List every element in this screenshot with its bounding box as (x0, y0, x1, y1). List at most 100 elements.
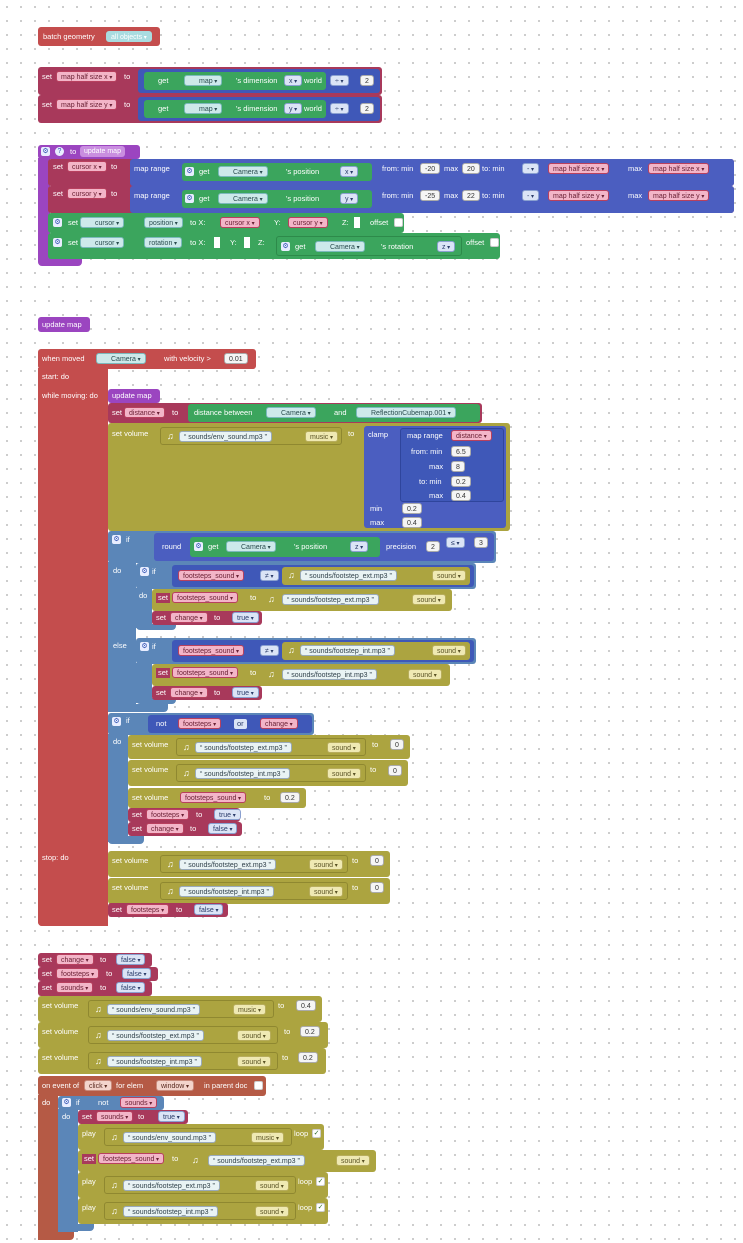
sound-file-field[interactable]: “ sounds/footstep_ext.mp3 ” (107, 1030, 204, 1041)
sounds-var[interactable]: sounds (96, 1111, 134, 1122)
call-update-map-block[interactable]: update map (38, 317, 90, 332)
call-update-map-block[interactable]: update map (108, 389, 160, 403)
offset-checkbox[interactable] (490, 238, 499, 247)
category-dropdown[interactable]: sound (408, 669, 442, 680)
set-volume-ext-block[interactable]: set volume ♫ “ sounds/footstep_ext.mp3 ”… (128, 735, 410, 759)
loop-checkbox[interactable]: ✓ (316, 1177, 325, 1186)
compare-op-dropdown[interactable]: ≠ (260, 570, 279, 581)
gear-icon[interactable]: ⚙ (185, 194, 194, 203)
gear-icon[interactable]: ⚙ (185, 167, 194, 176)
sound-block[interactable]: ♫ “ sounds/footstep_ext.mp3 ” sound (282, 567, 470, 585)
set-change-true-block[interactable]: set change to true (152, 686, 262, 700)
if-else-block[interactable]: ⚙ if round ⚙ get Camera 's position z pr… (108, 531, 496, 563)
sound-block[interactable]: ♫ “ sounds/footstep_int.mp3 ” sound (282, 642, 470, 660)
loop-checkbox[interactable]: ✓ (316, 1203, 325, 1212)
volume-field[interactable]: 0.4 (296, 1000, 316, 1011)
from-max-field[interactable]: 8 (451, 461, 465, 472)
to-min-var[interactable]: map half size x (548, 163, 610, 174)
map-range-block[interactable]: map range distance from: min 6.5 max 8 t… (400, 428, 504, 502)
set-volume-footsteps-block[interactable]: set volume footsteps_sound to 0.2 (128, 788, 306, 808)
loop-checkbox[interactable]: ✓ (312, 1129, 321, 1138)
set-cursor-rotation-block[interactable]: ⚙ set cursor rotation to X: Y: Z: ⚙ get … (48, 233, 500, 259)
from-max-field[interactable]: 20 (462, 163, 480, 174)
footsteps-sound-var[interactable]: footsteps_sound (172, 667, 239, 678)
gear-icon[interactable]: ⚙ (194, 542, 203, 551)
set-sounds-true-block[interactable]: set sounds to true (78, 1110, 188, 1124)
volume-field[interactable]: 0 (388, 765, 402, 776)
play-int-block[interactable]: play ♫ “ sounds/footstep_int.mp3 ” sound… (78, 1198, 328, 1224)
axis-dropdown[interactable]: x (340, 166, 359, 177)
sound-block[interactable]: ♫ “ sounds/env_sound.mp3 ” music (104, 1128, 292, 1146)
sound-file-field[interactable]: “ sounds/footstep_int.mp3 ” (195, 768, 290, 779)
compare-block[interactable]: round ⚙ get Camera 's position z precisi… (154, 533, 494, 561)
true-dropdown[interactable]: true (158, 1111, 185, 1122)
set-cursor-y-block[interactable]: set cursor y to map range ⚙ get Camera '… (48, 186, 734, 213)
sound-file-field[interactable]: “ sounds/footstep_int.mp3 ” (107, 1056, 202, 1067)
parent-doc-checkbox[interactable] (254, 1081, 263, 1090)
set-volume-env-block[interactable]: set volume ♫ “ sounds/env_sound.mp3 ” mu… (108, 423, 510, 531)
map-range-block[interactable]: map range ⚙ get Camera 's position x fro… (130, 159, 734, 186)
get-rotation-block[interactable]: ⚙ get Camera 's rotation z (276, 236, 462, 256)
sound-block[interactable]: ♫ “ sounds/footstep_int.mp3 ” sound (160, 882, 348, 900)
set-footsteps-false-block[interactable]: set footsteps to false (38, 967, 158, 981)
category-dropdown[interactable]: sound (255, 1180, 289, 1191)
false-dropdown[interactable]: false (116, 982, 146, 993)
change-var[interactable]: change (146, 823, 184, 834)
sounds-var[interactable]: sounds (120, 1097, 158, 1108)
play-env-block[interactable]: play ♫ “ sounds/env_sound.mp3 ” music lo… (78, 1124, 324, 1150)
compare-block[interactable]: footsteps_sound ≠ ♫ “ sounds/footstep_ex… (172, 565, 474, 587)
y-var[interactable]: cursor y (288, 217, 328, 228)
axis-dropdown[interactable]: y (284, 103, 303, 114)
if-not-footsteps-block[interactable]: ⚙ if not footsteps or change (108, 713, 314, 735)
gear-icon[interactable]: ⚙ (41, 147, 50, 156)
sound-file-field[interactable]: “ sounds/footstep_ext.mp3 ” (195, 742, 292, 753)
compare-op-dropdown[interactable]: ≤ (446, 537, 465, 548)
set-map-half-size-x-block[interactable]: set map half size x to get map 's dimens… (38, 67, 382, 95)
event-block[interactable]: on event of click for elem window in par… (38, 1076, 266, 1096)
procedure-update-map-block[interactable]: ⚙ ? to update map (38, 145, 140, 159)
get-position-block[interactable]: ⚙ get Camera 's position z (190, 537, 380, 557)
from-min-field[interactable]: -25 (420, 190, 441, 201)
sound-block[interactable]: ♫ “ sounds/footstep_ext.mp3 ” sound (88, 1026, 278, 1044)
volume-field[interactable]: 0.2 (298, 1052, 318, 1063)
from-min-field[interactable]: 6.5 (451, 446, 471, 457)
x-var[interactable]: cursor x (220, 217, 260, 228)
gear-icon[interactable]: ⚙ (112, 717, 121, 726)
set-change-false-block[interactable]: set change to false (128, 822, 242, 836)
sound-block[interactable]: ♫ “ sounds/footstep_ext.mp3 ” sound (104, 1176, 296, 1194)
true-dropdown[interactable]: true (232, 612, 259, 623)
gear-icon[interactable]: ⚙ (62, 1098, 71, 1107)
property-dropdown[interactable]: position (144, 217, 183, 228)
empty-y-slot[interactable] (244, 237, 250, 248)
sound-block[interactable]: ♫ “ sounds/footstep_ext.mp3 ” sound (176, 738, 366, 756)
camera-object-dropdown[interactable]: Camera (218, 166, 268, 177)
get-position-block[interactable]: ⚙ get Camera 's position x (182, 163, 372, 181)
to-max-var[interactable]: map half size x (648, 163, 710, 174)
volume-field[interactable]: 0.2 (300, 1026, 320, 1037)
sound-block[interactable]: ♫ “ sounds/footstep_int.mp3 ” sound (104, 1202, 296, 1220)
camera-object-dropdown[interactable]: Camera (315, 241, 365, 252)
footsteps-var[interactable]: footsteps (146, 809, 190, 820)
help-icon[interactable]: ? (55, 147, 64, 156)
batch-geometry-block[interactable]: batch geometry all objects (38, 27, 160, 46)
element-dropdown[interactable]: window (156, 1080, 195, 1091)
gear-icon[interactable]: ⚙ (281, 242, 290, 251)
to-max-field[interactable]: 0.4 (451, 490, 471, 501)
axis-dropdown[interactable]: x (284, 75, 303, 86)
map-range-block[interactable]: map range ⚙ get Camera 's position y fro… (130, 186, 734, 213)
distance-var[interactable]: distance (451, 430, 492, 441)
category-dropdown[interactable]: sound (309, 859, 343, 870)
category-dropdown[interactable]: sound (255, 1206, 289, 1217)
axis-dropdown[interactable]: z (437, 241, 456, 252)
procedure-name-field[interactable]: update map (80, 146, 125, 157)
category-dropdown[interactable]: sound (309, 886, 343, 897)
false-dropdown[interactable]: false (116, 954, 146, 965)
sound-block[interactable]: ♫ “ sounds/env_sound.mp3 ” music (88, 1000, 274, 1018)
map-half-size-y-var[interactable]: map half size y (56, 99, 118, 110)
sound-file-field[interactable]: “ sounds/footstep_int.mp3 ” (282, 669, 377, 680)
true-dropdown[interactable]: true (232, 687, 259, 698)
sound-file-field[interactable]: “ sounds/env_sound.mp3 ” (179, 431, 272, 442)
negate-dropdown[interactable]: - (522, 163, 540, 174)
footsteps-var[interactable]: footsteps (126, 904, 170, 915)
cursor-y-var[interactable]: cursor y (67, 188, 107, 199)
